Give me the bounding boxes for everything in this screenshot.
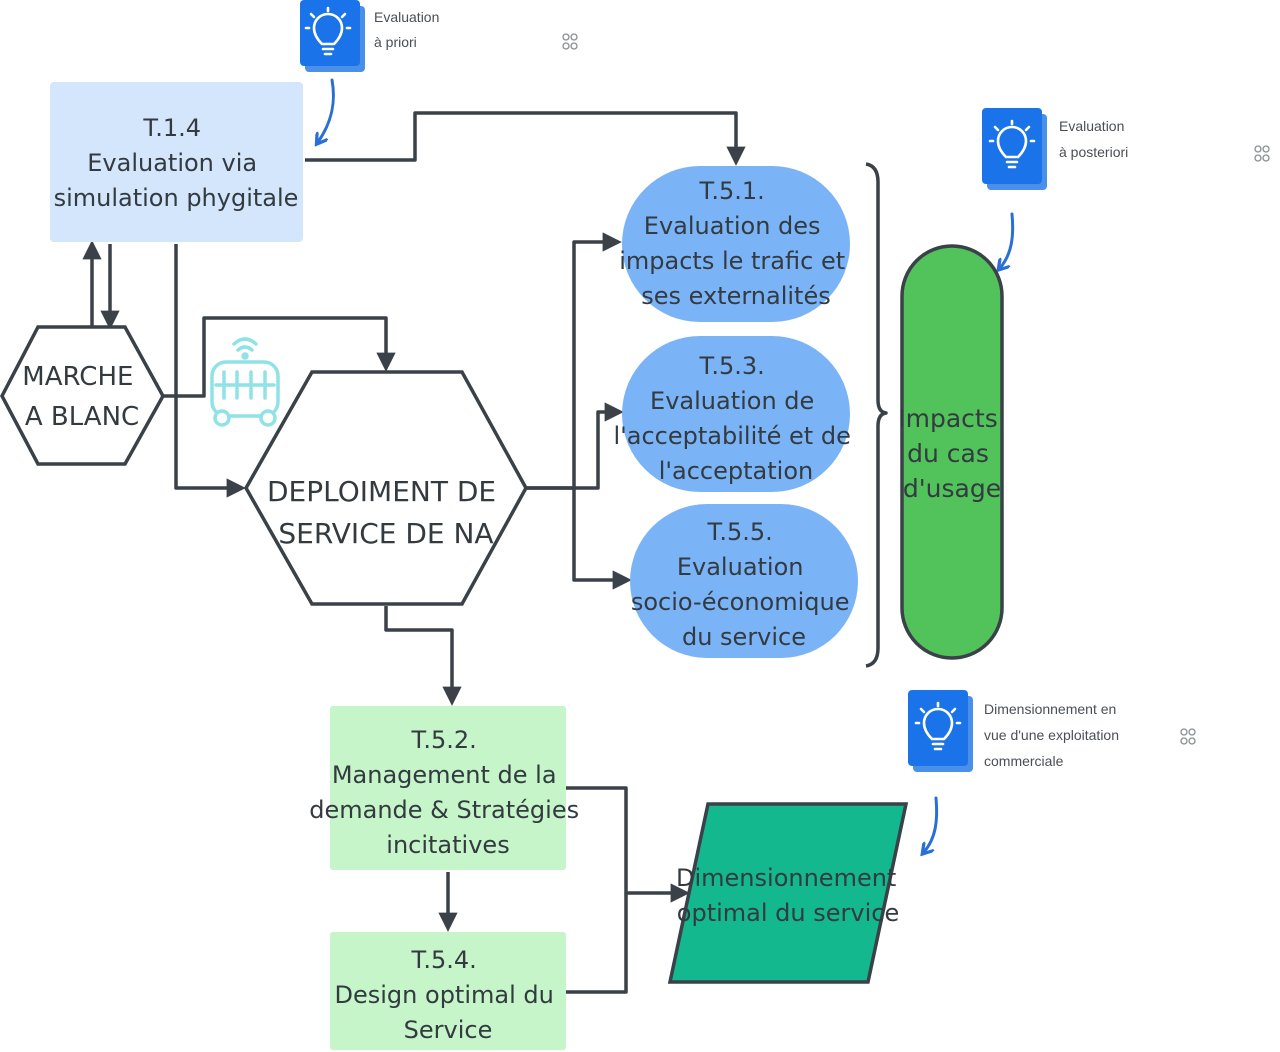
svg-text:T.5.1. Evaluation des: T.5.1. Evaluation des impacts le trafic …	[619, 177, 853, 310]
lightbulb-icon	[914, 701, 962, 751]
node-t51[interactable]: T.5.1. Evaluation des impacts le trafic …	[619, 166, 853, 322]
node-impacts[interactable]: Impacts du cas d'usage	[898, 244, 1005, 660]
t54-label-1: T.5.4.	[411, 946, 477, 974]
marche-label-2: A BLANC	[25, 402, 139, 432]
connector-t14-to-t51	[305, 111, 746, 166]
svg-text:Dimensionnement optimal: Dimensionnement optimal du service	[676, 864, 904, 927]
node-t52[interactable]: T.5.2. Management de la demande & Straté…	[309, 706, 586, 870]
node-deploiement[interactable]: DEPLOIMENT DE SERVICE DE NA	[243, 370, 528, 606]
reactions-icon[interactable]	[562, 33, 578, 50]
lightbulb-icon	[304, 6, 352, 56]
svg-text:Evaluation à posteriori: Evaluation à posteriori	[1059, 118, 1128, 160]
node-t54[interactable]: T.5.4. Design optimal du Service	[330, 932, 566, 1050]
connector-t14-to-deploiement	[174, 244, 246, 498]
note-priori[interactable]: Evaluation à priori	[300, 0, 578, 72]
deploiement-label-1: DEPLOIMENT DE	[267, 475, 496, 508]
note-posteriori-line2: à posteriori	[1059, 144, 1128, 160]
note-dim-line3: commerciale	[984, 753, 1064, 769]
marche-label-1: MARCHE	[22, 362, 133, 392]
impacts-label-1: Impacts	[898, 404, 998, 433]
reactions-icon[interactable]	[1180, 728, 1196, 745]
t53-label-1: T.5.3.	[699, 352, 765, 380]
deploiement-label-2: SERVICE DE NA	[278, 517, 493, 550]
t52-label-4: incitatives	[386, 831, 509, 859]
t52-label-3: demande & Stratégies	[309, 796, 579, 824]
connector-deploiement-to-t55	[572, 488, 632, 590]
t53-label-4: l'acceptation	[659, 457, 813, 485]
note-dimensionnement[interactable]: Dimensionnement en vue d'une exploitatio…	[908, 690, 1196, 772]
node-dimensionnement-optimal[interactable]: Dimensionnement optimal du service	[667, 802, 909, 984]
note-dim-line2: vue d'une exploitation	[984, 727, 1119, 743]
t51-label-2: Evaluation des	[644, 212, 821, 240]
t14-label-3: simulation phygitale	[54, 184, 299, 212]
t54-label-3: Service	[404, 1016, 493, 1044]
connector-deploiement-to-t52	[384, 606, 462, 706]
svg-text:T.1.4 Evaluation via: T.1.4 Evaluation via simulation phygital…	[54, 114, 299, 212]
t52-label-2: Management de la	[332, 761, 557, 789]
svg-text:T.5.2. Management de la: T.5.2. Management de la demande & Straté…	[309, 726, 586, 859]
dimopt-label-2: optimal du service	[677, 899, 899, 927]
note-posteriori[interactable]: Evaluation à posteriori	[982, 108, 1270, 190]
connector-deploiement-to-t51	[526, 232, 622, 490]
connector-t54-to-dimopt	[566, 893, 628, 994]
curly-brace	[865, 162, 888, 668]
note-posteriori-line1: Evaluation	[1059, 118, 1124, 134]
t53-label-2: Evaluation de	[650, 387, 814, 415]
t51-label-3: impacts le trafic et	[619, 247, 845, 275]
lightbulb-icon	[988, 119, 1036, 169]
autonomous-shuttle-icon	[210, 337, 280, 427]
t55-label-2: Evaluation	[677, 553, 804, 581]
connector-marche-to-deploiement	[163, 316, 396, 398]
node-marche-a-blanc[interactable]: MARCHE A BLANC	[0, 325, 166, 466]
svg-text:T.5.5. Evaluation: T.5.5. Evaluation socio-économique du se…	[631, 518, 857, 651]
t51-label-4: ses externalités	[641, 282, 831, 310]
note-priori-line1: Evaluation	[374, 9, 439, 25]
node-t53[interactable]: T.5.3. Evaluation de l'acceptabilité et …	[614, 336, 859, 492]
svg-text:T.5.4. Design optimal du: T.5.4. Design optimal du Service	[335, 946, 562, 1044]
note-priori-line2: à priori	[374, 34, 417, 50]
impacts-label-3: d'usage	[903, 474, 1001, 503]
t14-label-1: T.1.4	[142, 114, 201, 142]
svg-text:Evaluation à priori: Evaluation à priori	[374, 9, 443, 50]
svg-text:Dimensionnement en vue d: Dimensionnement en vue d'une exploitatio…	[984, 701, 1123, 769]
note-dim-line1: Dimensionnement en	[984, 701, 1116, 717]
hint-arrow-priori	[318, 78, 335, 142]
connector-deploiement-to-t53	[526, 402, 624, 490]
hint-arrow-dimensionnement	[924, 796, 939, 852]
t55-label-1: T.5.5.	[707, 518, 773, 546]
t51-label-1: T.5.1.	[699, 177, 765, 205]
svg-text:DEPLOIMENT DE SERVICE DE: DEPLOIMENT DE SERVICE DE NA	[267, 475, 505, 550]
t52-label-1: T.5.2.	[411, 726, 477, 754]
t55-label-4: du service	[682, 623, 806, 651]
connector-t52-to-dimopt	[566, 786, 690, 903]
impacts-label-2: du cas	[907, 439, 989, 468]
node-t14[interactable]: T.1.4 Evaluation via simulation phygital…	[50, 82, 303, 242]
node-t55[interactable]: T.5.5. Evaluation socio-économique du se…	[630, 504, 858, 658]
t54-label-2: Design optimal du	[335, 981, 554, 1009]
svg-text:Impacts du cas d'u: Impacts du cas d'usage	[898, 404, 1005, 503]
t53-label-3: l'acceptabilité et de	[614, 422, 851, 450]
t55-label-3: socio-économique	[631, 588, 850, 616]
svg-text:T.5.3. Evaluation de: T.5.3. Evaluation de l'acceptabilité et …	[614, 352, 859, 485]
reactions-icon[interactable]	[1254, 145, 1270, 162]
dimopt-label-1: Dimensionnement	[676, 864, 896, 892]
hint-arrow-posteriori	[1000, 212, 1015, 268]
svg-text:MARCHE A BLANC: MARCHE A BLANC	[22, 362, 141, 432]
t14-label-2: Evaluation via	[87, 149, 257, 177]
